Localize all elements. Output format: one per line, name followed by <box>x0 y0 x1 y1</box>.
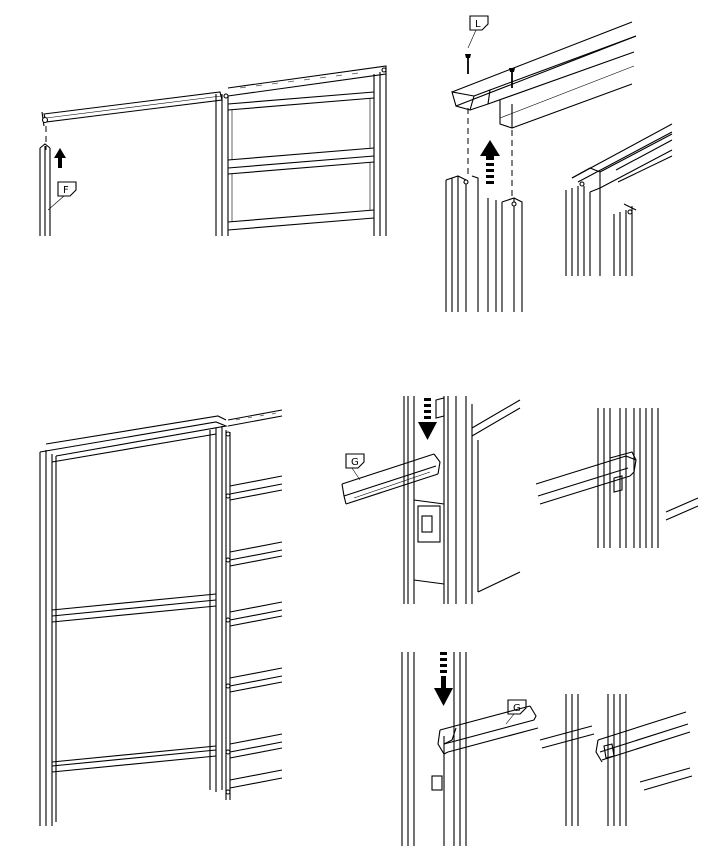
label-f: F <box>47 181 77 211</box>
up-arrow-icon <box>54 148 66 168</box>
step8-rail-g-seated <box>565 694 693 826</box>
step1-rail-f-assembly <box>39 65 387 236</box>
up-arrow-icon <box>480 140 500 184</box>
step7-rail-g-lowered <box>401 652 595 846</box>
down-arrow-icon <box>418 398 437 440</box>
step5-rail-g-insert <box>341 396 521 604</box>
step4-full-frame <box>39 409 283 826</box>
label-g-bottom: G <box>505 699 527 725</box>
step3-assembled-corner <box>565 123 673 276</box>
label-g-bottom-text: G <box>513 703 521 714</box>
step6-rail-g-installed <box>535 408 699 548</box>
label-f-text: F <box>63 185 69 196</box>
label-l: L <box>467 15 489 49</box>
label-l-text: L <box>475 19 481 30</box>
screw-icon <box>509 68 515 88</box>
label-g-middle-text: G <box>351 457 359 468</box>
down-arrow-icon <box>434 652 453 706</box>
label-g-middle: G <box>345 453 365 481</box>
screw-icon <box>465 54 471 74</box>
step2-channel-l-assembly <box>445 21 637 312</box>
